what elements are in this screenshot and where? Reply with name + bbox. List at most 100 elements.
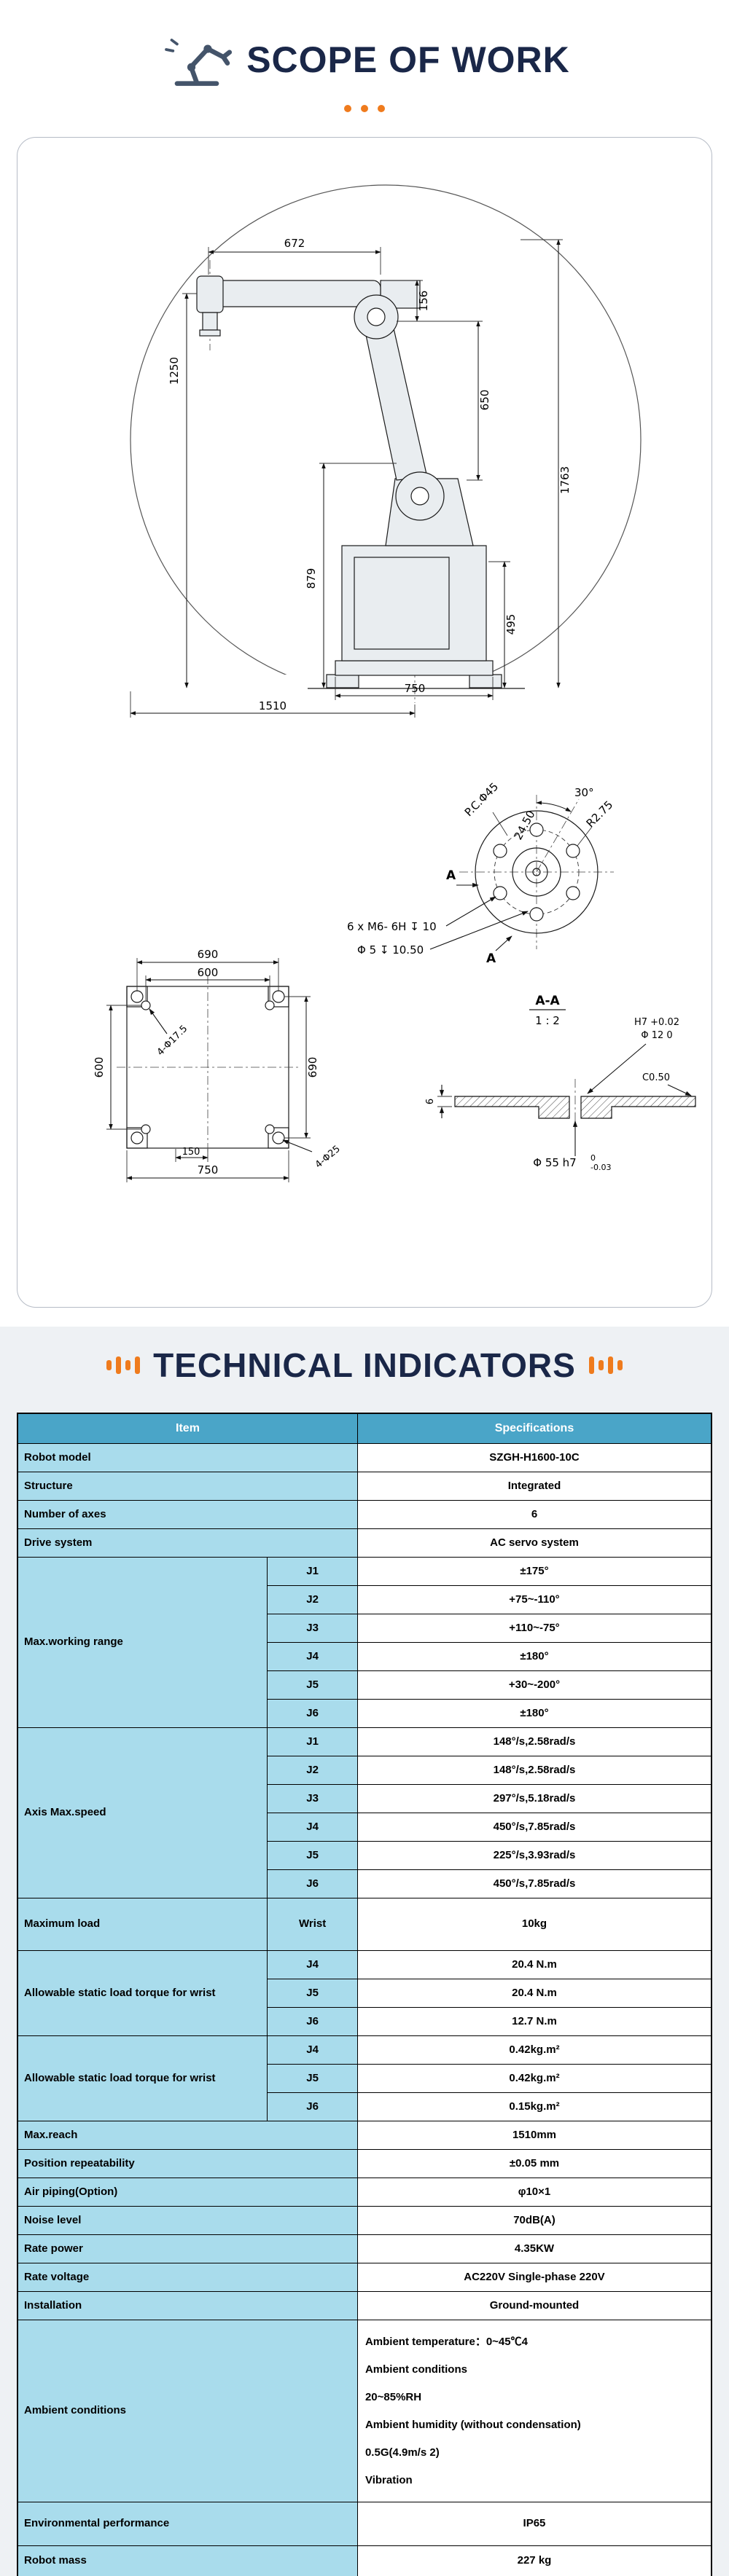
spec-value-cell: ±0.05 mm	[356, 2149, 712, 2178]
bore-tolerance-line2: Φ 12 0	[641, 1030, 672, 1041]
spec-value-cell: AC220V Single-phase 220V	[356, 2263, 712, 2292]
spec-value-cell: Integrated	[356, 1472, 712, 1501]
section-thickness-label: 6	[425, 1099, 436, 1104]
spec-item-cell: Rate voltage	[17, 2263, 358, 2292]
dot-icon	[344, 105, 351, 112]
spec-value-cell: 148°/s,2.58rad/s	[356, 1727, 712, 1756]
axis-cell: Wrist	[267, 1898, 358, 1951]
axis-cell: J6	[267, 1869, 358, 1898]
plate-holes-large-label: 4-Φ25	[313, 1144, 343, 1171]
spec-value-cell: AC servo system	[356, 1528, 712, 1558]
table-row: J6 450°/s,7.85rad/s	[17, 1869, 712, 1898]
spec-item-cell: Rate power	[17, 2234, 358, 2263]
spec-item-cell: Maximum load	[17, 1898, 268, 1951]
dim-650-label: 650	[478, 390, 491, 411]
spec-value-cell: φ10×1	[356, 2178, 712, 2207]
table-row: Robot model SZGH-H1600-10C	[17, 1443, 712, 1472]
spec-value-cell: 297°/s,5.18rad/s	[356, 1784, 712, 1813]
table-row: J3 +110~-75°	[17, 1614, 712, 1643]
header-dots	[0, 105, 729, 112]
spec-item-cell: Installation	[17, 2291, 358, 2320]
ambient-line: Ambient temperature：0~45℃4	[364, 2335, 528, 2348]
spec-value-cell: SZGH-H1600-10C	[356, 1443, 712, 1472]
section-shaft-tol-bottom: -0.03	[590, 1163, 611, 1172]
dot-icon	[361, 105, 368, 112]
base-plate-view: 690 600 600 690	[93, 948, 343, 1182]
spec-value-cell: ±180°	[356, 1642, 712, 1671]
axis-cell: J4	[267, 1950, 358, 1979]
flange-detail: 30° P.C.Φ45 24.50 R2.75 A A 6 x M6- 6H ↧…	[347, 780, 615, 966]
spec-value-cell: Ground-mounted	[356, 2291, 712, 2320]
spec-group-cell: Allowable static load torque for wrist	[17, 2035, 268, 2121]
plate-690-top-label: 690	[198, 948, 219, 961]
table-row: Max.reach 1510mm	[17, 2121, 712, 2150]
spec-value-cell: 0.15kg.m²	[356, 2092, 712, 2121]
table-row: Maximum load Wrist 10kg	[17, 1898, 712, 1951]
axis-cell: J3	[267, 1614, 358, 1643]
spec-value-cell: 0.42kg.m²	[356, 2035, 712, 2065]
ambient-line: 20~85%RH	[364, 2390, 422, 2403]
spec-item-cell: Drive system	[17, 1528, 358, 1558]
spec-value-cell: 12.7 N.m	[356, 2007, 712, 2036]
spec-item-cell: Robot model	[17, 1443, 358, 1472]
tech-indicators-header: TECHNICAL INDICATORS	[0, 1346, 729, 1385]
table-row: J3 297°/s,5.18rad/s	[17, 1784, 712, 1813]
axis-cell: J1	[267, 1557, 358, 1586]
spec-item-cell: Robot mass	[17, 2545, 358, 2576]
spec-value-cell: 20.4 N.m	[356, 1950, 712, 1979]
table-row: Position repeatability ±0.05 mm	[17, 2149, 712, 2178]
spec-value-cell: 148°/s,2.58rad/s	[356, 1756, 712, 1785]
plate-600-top-label: 600	[198, 966, 219, 979]
spec-group-cell: Axis Max.speed	[17, 1727, 268, 1898]
spec-item-cell: Position repeatability	[17, 2149, 358, 2178]
table-row: J5 +30~-200°	[17, 1670, 712, 1700]
section-mark-a: A	[486, 951, 496, 966]
axis-cell: J6	[267, 2092, 358, 2121]
spec-value-cell: ±175°	[356, 1557, 712, 1586]
robot-side-view	[196, 260, 502, 703]
flange-pcd-label: P.C.Φ45	[462, 780, 501, 819]
robot-dimensions: 672 156 650 1763	[130, 237, 572, 718]
ambient-line: Ambient humidity (without condensation)	[364, 2418, 581, 2431]
spec-value-cell: 0.42kg.m²	[356, 2064, 712, 2093]
table-row: Max.working range J1 ±175°	[17, 1557, 712, 1728]
spec-value-cell: +30~-200°	[356, 1670, 712, 1700]
dim-1510-label: 1510	[259, 699, 286, 712]
dot-icon	[378, 105, 385, 112]
table-row: Structure Integrated	[17, 1472, 712, 1501]
spec-value-cell: IP65	[356, 2502, 712, 2546]
spec-value-cell: 1510mm	[356, 2121, 712, 2150]
flange-angle-label: 30°	[574, 786, 594, 799]
axis-cell: J5	[267, 2064, 358, 2093]
bore-tolerance-line1: H7 +0.02	[634, 1017, 679, 1028]
scope-header: SCOPE OF WORK	[0, 0, 729, 90]
column-header-specifications: Specifications	[356, 1413, 712, 1444]
robot-arm-icon	[165, 39, 233, 86]
table-row: Allowable static load torque for wrist J…	[17, 2035, 712, 2121]
table-row: Ambient conditions Ambient temperature：0…	[17, 2320, 712, 2502]
spec-value-cell: 227 kg	[356, 2545, 712, 2576]
table-row: J2 +75~-110°	[17, 1585, 712, 1614]
ambient-line: Ambient conditions	[364, 2363, 467, 2376]
table-row: Number of axes 6	[17, 1500, 712, 1529]
table-row: J4 450°/s,7.85rad/s	[17, 1813, 712, 1842]
technical-drawing-card: 672 156 650 1763	[17, 137, 712, 1308]
table-row: Installation Ground-mounted	[17, 2291, 712, 2320]
axis-cell: J4	[267, 2035, 358, 2065]
table-row: J6 0.15kg.m²	[17, 2092, 712, 2121]
flange-bolt-note: 6 x M6- 6H ↧ 10	[347, 920, 437, 933]
axis-cell: J6	[267, 2007, 358, 2036]
table-row: Environmental performance IP65	[17, 2502, 712, 2546]
scope-of-work-section: SCOPE OF WORK	[0, 0, 729, 1308]
spec-item-cell: Number of axes	[17, 1500, 358, 1529]
section-aa-view: A-A 1 : 2 H7 +0.02 Φ 12 0 6	[425, 994, 696, 1172]
spec-value-cell: +75~-110°	[356, 1585, 712, 1614]
dim-879-label: 879	[305, 568, 318, 589]
plate-150-label: 150	[182, 1147, 200, 1158]
spec-value-cell: +110~-75°	[356, 1614, 712, 1643]
flange-hole-note: Φ 5 ↧ 10.50	[357, 943, 424, 957]
dim-1250-label: 1250	[168, 357, 181, 385]
specifications-table: Item Specifications Robot model SZGH-H16…	[17, 1413, 712, 2576]
axis-cell: J2	[267, 1756, 358, 1785]
